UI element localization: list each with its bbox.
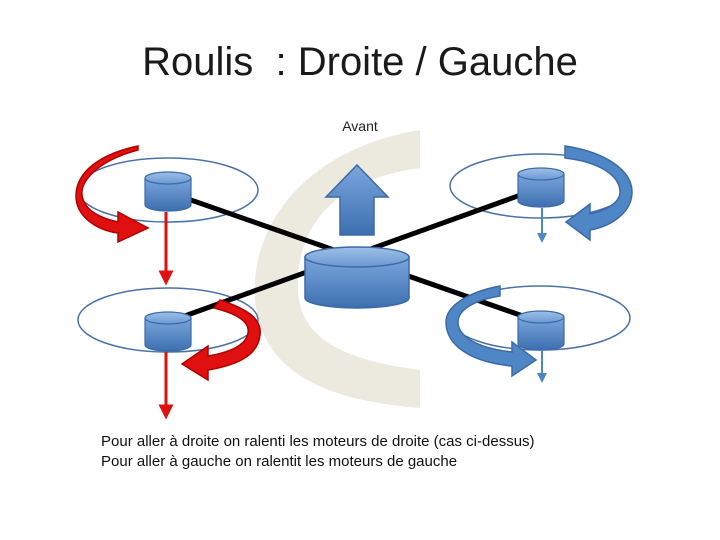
rotation-arrow-rear-left — [180, 299, 261, 382]
page-title: Roulis : Droite / Gauche — [142, 40, 578, 84]
rotation-arrow-rear-right — [445, 285, 538, 378]
motor-front-right — [517, 167, 565, 208]
motor-rear-left — [144, 311, 192, 352]
motor-front-left — [144, 171, 192, 212]
rotation-arrow-front-left — [75, 145, 150, 244]
front-direction-arrow — [324, 163, 390, 236]
rotation-arrow-front-right — [564, 145, 633, 242]
front-label: Avant — [342, 118, 378, 134]
rotor-circle-rear-left — [77, 287, 259, 353]
caption-line-left: Pour aller à gauche on ralentit les mote… — [101, 453, 458, 470]
center-body — [304, 246, 410, 309]
background-logo — [254, 130, 420, 408]
caption: Pour aller à droite on ralenti les moteu… — [101, 432, 535, 472]
motor-rear-right — [517, 310, 565, 351]
caption-line-right: Pour aller à droite on ralenti les moteu… — [101, 433, 535, 450]
